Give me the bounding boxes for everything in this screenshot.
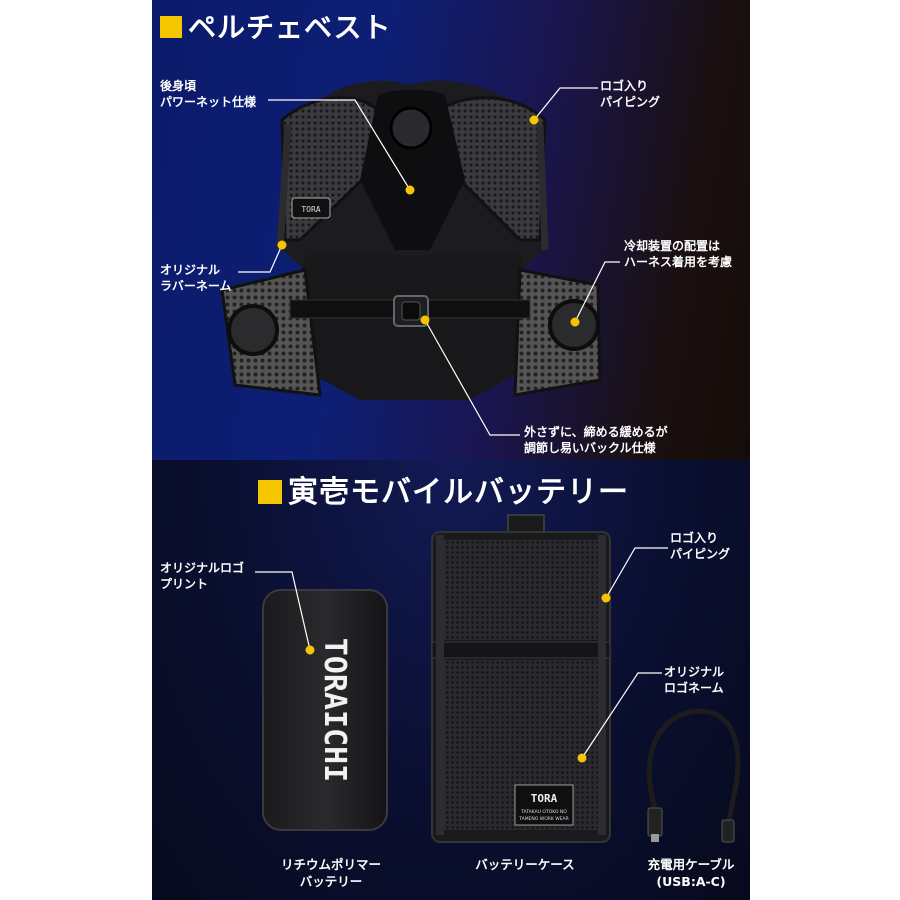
dot-logo-piping bbox=[529, 115, 539, 125]
callout-buckle: 外さずに、締める緩めるが 調節し易いバックル仕様 bbox=[524, 425, 668, 455]
vest-body: TORA bbox=[220, 80, 602, 400]
battery-brand-print: TORAICHI bbox=[317, 638, 352, 783]
callout-cooling: 冷却装置の配置は ハーネス着用を考慮 bbox=[624, 239, 733, 269]
vest-heading: ペルチェベスト bbox=[160, 6, 392, 46]
dot-logo-print bbox=[305, 645, 315, 655]
caption-battery: リチウムポリマー バッテリー bbox=[280, 857, 381, 889]
dot-cooling bbox=[570, 317, 580, 327]
case-logo-name-tag bbox=[514, 784, 574, 826]
callout-case-piping: ロゴ入り パイピング bbox=[670, 531, 731, 561]
vest-callout-lines bbox=[238, 87, 620, 436]
battery-brand-text: TORAICHI bbox=[317, 638, 352, 783]
callout-back-net: 後身頃 パワーネット仕様 bbox=[160, 79, 257, 109]
battery-heading: 寅壱モバイルバッテリー bbox=[258, 467, 629, 511]
case-upper-mesh bbox=[440, 540, 602, 640]
dot-rubber-name bbox=[277, 240, 287, 250]
battery-heading-text: 寅壱モバイルバッテリー bbox=[288, 475, 629, 510]
rubber-name-tag bbox=[291, 197, 331, 219]
battery-callout-lines bbox=[255, 547, 668, 759]
callout-logo-piping: ロゴ入り パイピング bbox=[600, 79, 661, 109]
battery-body bbox=[262, 589, 388, 831]
callout-logo-name: オリジナル ロゴネーム bbox=[664, 665, 725, 695]
dot-back-net bbox=[405, 185, 415, 195]
caption-cable: 充電用ケーブル (USB:A-C) bbox=[647, 857, 735, 889]
cooling-device-left bbox=[227, 304, 279, 356]
vest-callout-dots bbox=[277, 115, 580, 327]
callout-rubber-name: オリジナル ラバーネーム bbox=[160, 263, 232, 293]
caption-case: バッテリーケース bbox=[475, 857, 575, 872]
neck-hole bbox=[389, 106, 433, 150]
dot-case-piping bbox=[601, 593, 611, 603]
heading-square-icon bbox=[258, 479, 282, 504]
case-tag-line2: TAMENO WORK WEAR bbox=[518, 816, 569, 822]
dot-buckle bbox=[420, 315, 430, 325]
charging-cable bbox=[646, 708, 741, 826]
dot-logo-name bbox=[577, 753, 587, 763]
rubber-tag-text: TORA bbox=[301, 205, 320, 214]
usb-c-plug bbox=[721, 819, 735, 843]
battery-callout-dots bbox=[305, 593, 611, 763]
case-tag-logo: TORA bbox=[531, 792, 558, 805]
case-tag-line1: TATAKAU OTOKO NO bbox=[520, 809, 567, 815]
vest-illustration: TORA bbox=[220, 80, 620, 436]
callout-logo-print: オリジナルロゴ プリント bbox=[160, 561, 245, 591]
heading-square-icon bbox=[160, 16, 182, 38]
vest-heading-text: ペルチェベスト bbox=[188, 11, 392, 44]
usb-a-plug bbox=[647, 807, 663, 837]
